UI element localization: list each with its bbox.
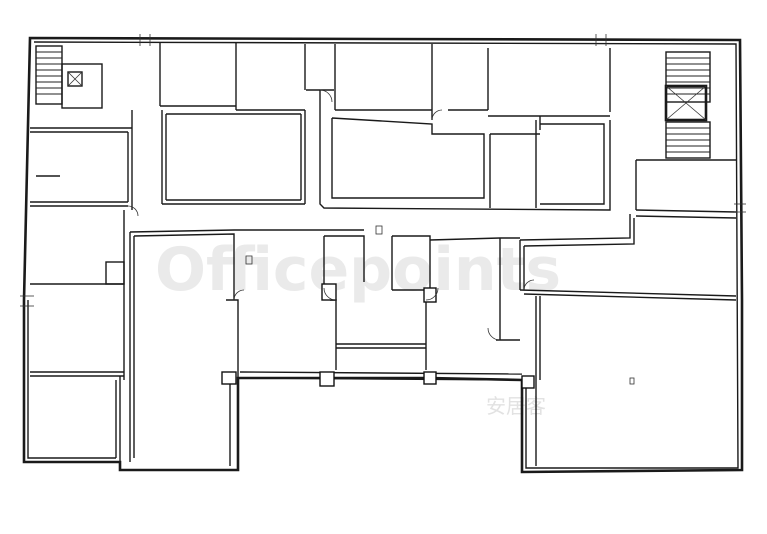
doors [127,89,535,341]
central-rooms [306,89,611,211]
watermark-brand: Officepoints [155,235,561,305]
room-markers [245,225,635,385]
left-center-office [129,229,300,466]
right-staircase [664,51,711,159]
left-staircase [35,45,103,109]
facade-ticks [20,34,746,307]
left-wing-rooms [30,110,133,462]
right-wing-rooms [519,159,737,466]
upper-rooms [159,42,611,205]
watermark-secondary: 安居客 [486,394,546,418]
center-offices [221,229,535,389]
